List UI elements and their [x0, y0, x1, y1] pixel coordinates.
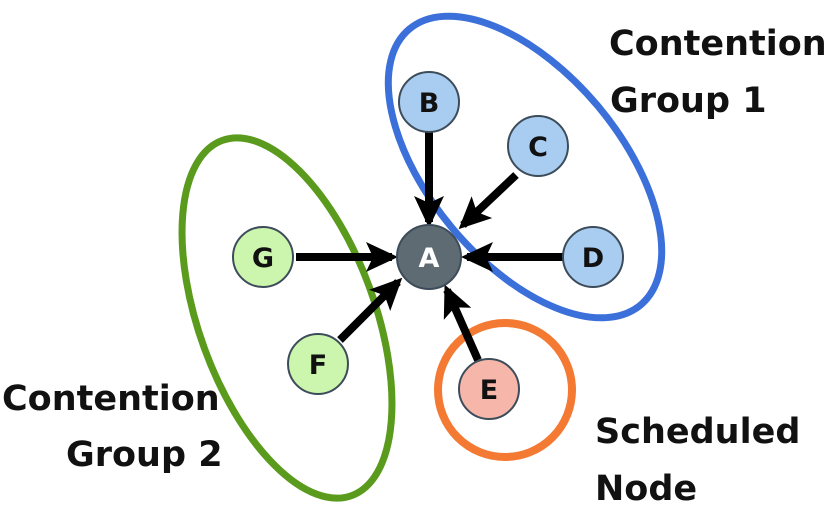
node-c-label: C	[528, 132, 548, 163]
node-g-label: G	[252, 243, 274, 274]
arrow-e-to-a	[443, 284, 482, 362]
node-c: C	[507, 115, 569, 177]
scheduled-node-label-line2: Node	[595, 469, 697, 505]
contention-group-1-label-line1: Contention	[609, 24, 827, 64]
arrow-c-to-a	[458, 172, 519, 230]
node-d-label: D	[582, 243, 604, 274]
scheduled-node-outline	[434, 319, 576, 461]
node-e-label: E	[480, 375, 498, 406]
contention-group-1-outline	[384, 12, 666, 322]
scheduled-node-label-line1: Scheduled	[595, 412, 800, 452]
contention-group-2-label-line2: Group 2	[66, 435, 223, 475]
contention-group-1-label-line2: Group 1	[610, 81, 767, 121]
contention-group-2-label-line1: Contention	[2, 379, 220, 419]
node-a-label: A	[419, 243, 440, 274]
node-d: D	[562, 226, 624, 288]
node-f-label: F	[309, 350, 327, 381]
node-e: E	[458, 358, 520, 420]
node-a: A	[396, 224, 462, 290]
node-f: F	[287, 333, 349, 395]
arrow-f-to-a	[337, 277, 403, 343]
node-b: B	[398, 71, 460, 133]
node-b-label: B	[419, 88, 440, 119]
node-g: G	[232, 226, 294, 288]
